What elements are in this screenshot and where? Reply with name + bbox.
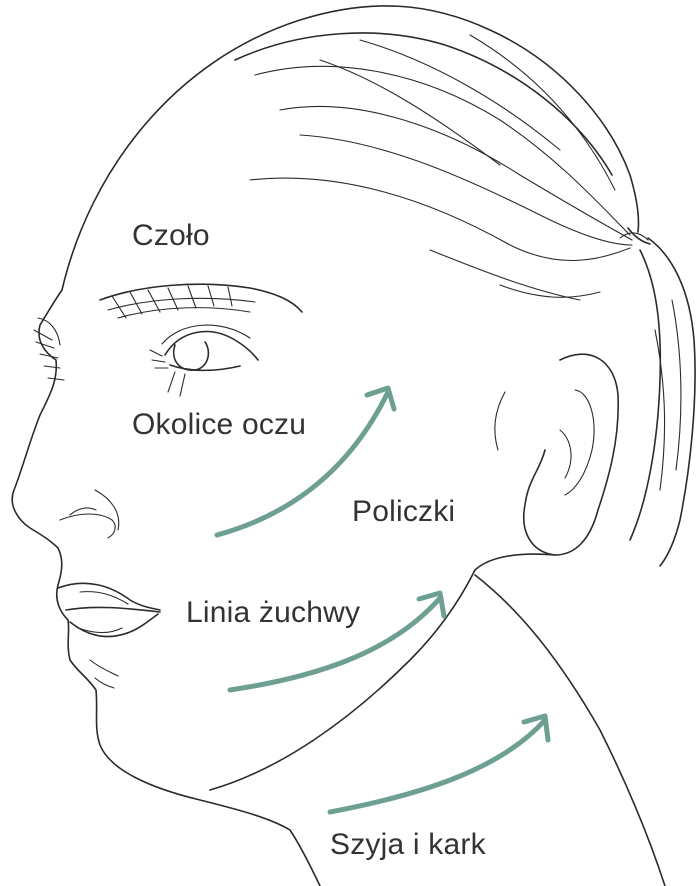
lip-texture	[78, 592, 128, 633]
hair-lower-strand	[500, 285, 600, 297]
hair-strand	[255, 66, 630, 235]
hair-strand	[360, 40, 560, 150]
eye-upper-lid	[165, 332, 258, 360]
hair-strand	[470, 35, 615, 190]
hair-strand	[320, 60, 500, 165]
ear-front-hair	[495, 392, 505, 450]
lip-line	[66, 607, 160, 612]
ear-inner	[560, 430, 571, 478]
label-jawline: Linia żuchwy	[186, 596, 360, 630]
upper-lip	[58, 583, 160, 610]
chin-crease	[90, 660, 118, 676]
lower-lip	[70, 614, 158, 637]
hair-strand	[250, 178, 630, 260]
profile-eyelashes	[34, 318, 64, 380]
ponytail-strand	[672, 300, 681, 470]
hair-lower-strand	[430, 250, 580, 300]
chin-detail	[95, 678, 114, 688]
eyebrow-hair	[118, 308, 250, 318]
hair-tie	[628, 228, 650, 244]
ponytail-inner	[630, 250, 660, 540]
label-eye-area: Okolice oczu	[132, 408, 306, 442]
eyelashes	[150, 350, 168, 368]
label-cheeks: Policzki	[352, 495, 455, 529]
ponytail-back	[648, 238, 695, 566]
nose-nostril	[60, 514, 115, 538]
label-forehead: Czoło	[132, 219, 210, 253]
hair-strand	[300, 135, 632, 245]
eye-iris	[174, 342, 209, 370]
label-neck: Szyja i kark	[330, 828, 486, 862]
hair-strand	[280, 106, 632, 240]
eye-lower-lash	[168, 372, 185, 396]
arrow-neck	[330, 716, 548, 812]
neck-back	[475, 575, 665, 886]
